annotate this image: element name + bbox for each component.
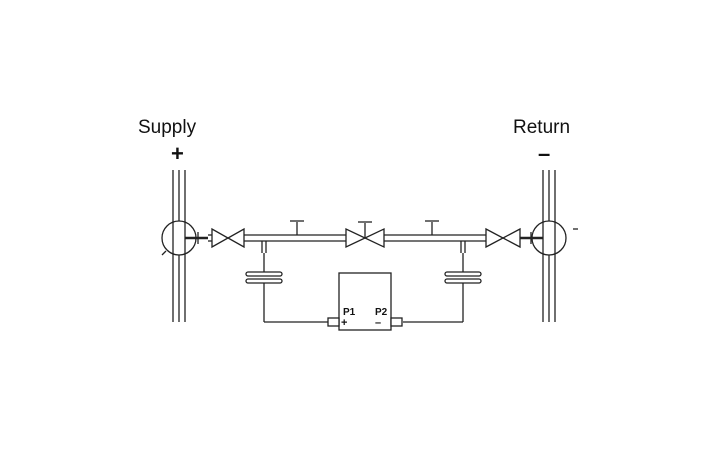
stray-mark	[161, 250, 167, 256]
supply-tee-fitting	[161, 220, 208, 256]
vent-tap-right	[425, 220, 439, 235]
main-horizontal-pipe	[208, 234, 486, 242]
return-label: Return	[513, 117, 570, 138]
bypass-valve-center	[345, 221, 385, 249]
vent-tap-left	[290, 220, 304, 235]
pressure-tap-left	[245, 241, 328, 323]
return-tee-fitting	[520, 220, 578, 256]
isolation-valve-right	[485, 227, 521, 249]
isolation-valve-left	[211, 227, 245, 249]
supply-label: Supply	[138, 117, 197, 138]
p1-port-label: P1	[343, 307, 356, 318]
pressure-tap-right	[403, 241, 482, 323]
p1-port-sign: +	[341, 317, 347, 329]
p2-port-label: P2	[375, 307, 388, 318]
p2-port-sign: –	[375, 317, 381, 329]
return-sign: –	[538, 141, 550, 166]
supply-sign: +	[171, 141, 184, 166]
differential-pressure-gauge: P1 + P2 –	[327, 272, 403, 331]
